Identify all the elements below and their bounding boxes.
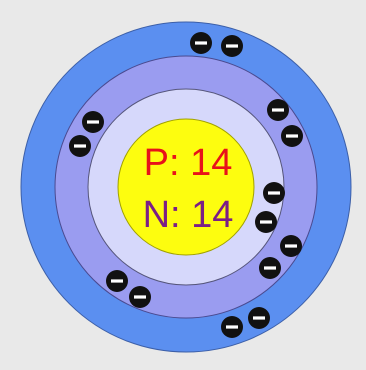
electron <box>221 316 243 338</box>
minus-sign <box>268 191 280 194</box>
electron <box>248 307 270 329</box>
minus-sign <box>286 134 298 137</box>
electron <box>106 270 128 292</box>
minus-sign <box>226 325 238 328</box>
electron <box>259 257 281 279</box>
minus-sign <box>195 41 207 44</box>
minus-sign <box>272 108 284 111</box>
electron <box>280 235 302 257</box>
electron <box>263 182 285 204</box>
minus-sign <box>253 316 265 319</box>
electron <box>69 135 91 157</box>
electron <box>281 125 303 147</box>
electron <box>190 32 212 54</box>
minus-sign <box>87 120 99 123</box>
minus-sign <box>134 295 146 298</box>
minus-sign <box>226 44 238 47</box>
electron <box>267 99 289 121</box>
electron <box>82 111 104 133</box>
electron <box>129 286 151 308</box>
minus-sign <box>264 266 276 269</box>
electron <box>255 211 277 233</box>
proton-count-label: P: 14 <box>144 142 233 184</box>
electron <box>221 35 243 57</box>
minus-sign <box>111 279 123 282</box>
minus-sign <box>74 144 86 147</box>
minus-sign <box>285 244 297 247</box>
neutron-count-label: N: 14 <box>143 194 234 236</box>
minus-sign <box>260 220 272 223</box>
